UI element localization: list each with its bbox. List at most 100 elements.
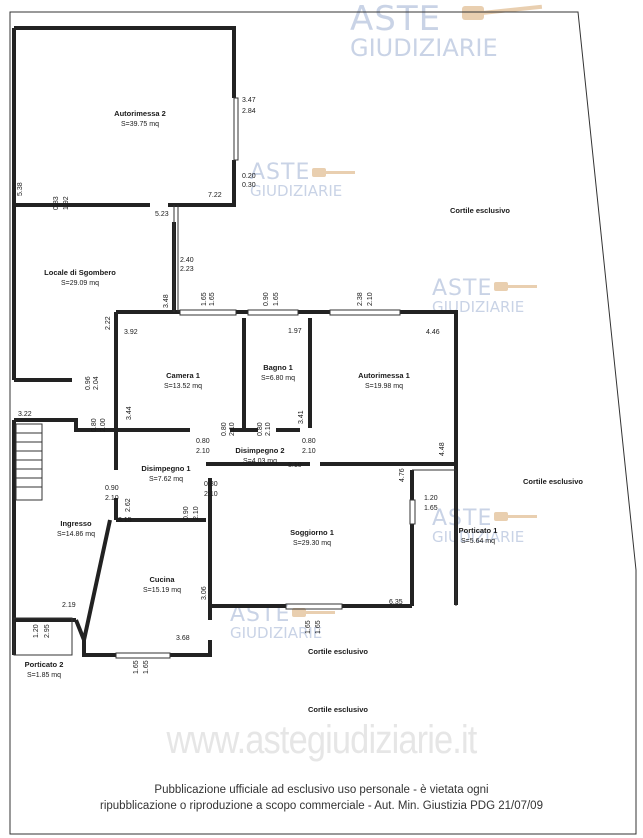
dim-label: 0.20: [242, 173, 256, 180]
dim-label: 3.06: [201, 586, 208, 600]
watermark-brand-top: ASTE: [432, 276, 493, 301]
room-ingresso-name: Ingresso: [60, 519, 92, 528]
gavel-icon: [494, 512, 537, 521]
dim-label: 2.10: [229, 422, 236, 436]
footer-line-2: ripubblicazione o riproduzione a scopo c…: [100, 800, 543, 812]
dim-label: 3.41: [298, 410, 305, 424]
room-autorimessa-1-name: Autorimessa 1: [358, 371, 410, 380]
dim-label: 2.22: [105, 316, 112, 330]
dim-label: 2.10: [302, 448, 316, 455]
dim-label: 1.65: [209, 292, 216, 306]
watermark-brand-top: ASTE: [432, 506, 493, 531]
dim-label: 1.65: [424, 505, 438, 512]
dim-label: 1.65: [133, 660, 140, 674]
dim-label: 2.84: [242, 108, 256, 115]
watermark-brand-bottom: GIUDIZIARIE: [250, 182, 343, 200]
dim-label: 2.40: [180, 257, 194, 264]
room-camera-1-area: S=13.52 mq: [164, 383, 202, 390]
dim-label: 0.80: [221, 422, 228, 436]
dim-label: 0.30: [242, 182, 256, 189]
dim-label: 0.90: [183, 506, 190, 520]
cortile-label-south: Cortile esclusivo: [308, 705, 368, 714]
dim-label: 6.35: [389, 599, 403, 606]
dim-label: 2.10: [204, 491, 218, 498]
dim-label: 5.23: [155, 211, 169, 218]
cortile-label-south-near: Cortile esclusivo: [308, 647, 368, 656]
dim-label: 5.38: [17, 182, 24, 196]
room-cucina-name: Cucina: [149, 575, 175, 584]
website-watermark: www.astegiudiziarie.it: [166, 718, 478, 762]
watermark-brand-bottom: GIUDIZIARIE: [230, 624, 323, 642]
cortile-label-north: Cortile esclusivo: [450, 206, 510, 215]
dim-label: 4.46: [426, 329, 440, 336]
dim-label: 2.10: [265, 422, 272, 436]
dim-label: 0.80: [302, 438, 316, 445]
dim-label: 2.95: [44, 624, 51, 638]
building-walls: [12, 26, 458, 657]
dim-label: 2.10: [196, 448, 210, 455]
room-autorimessa-2-name: Autorimessa 2: [114, 109, 166, 118]
dim-label: 2.10: [193, 506, 200, 520]
dim-label: 1.65: [143, 660, 150, 674]
room-locale-sgombero-area: S=29.09 mq: [61, 280, 99, 287]
dim-label: 2.62: [125, 498, 132, 512]
room-autorimessa-2-area: S=39.75 mq: [121, 121, 159, 128]
dim-label: 2.38: [357, 292, 364, 306]
cortile-label-east: Cortile esclusivo: [523, 477, 583, 486]
footer-line-1: Pubblicazione ufficiale ad esclusivo uso…: [154, 784, 489, 796]
room-disimpegno-2-area: S=4.03 mq: [243, 458, 277, 465]
room-porticato-1-area: S=5.64 mq: [461, 538, 495, 545]
dim-label: 3.10: [288, 462, 302, 469]
dim-label: 3.44: [126, 406, 133, 420]
dim-label: 3.15: [118, 517, 132, 524]
dim-label: 4.76: [399, 468, 406, 482]
dim-label: 0.83: [53, 196, 60, 210]
room-porticato-1-name: Porticato 1: [459, 526, 498, 535]
watermark-brand-top: ASTE: [350, 0, 442, 39]
room-locale-sgombero-name: Locale di Sgombero: [44, 268, 116, 277]
dimension-labels-vertical: 5.38 0.83 1.92 3.48 1.65 1.65 0.90 1.65 …: [17, 182, 446, 674]
room-bagno-1-area: S=6.80 mq: [261, 375, 295, 382]
dim-label: 0.90: [105, 485, 119, 492]
dim-label: 3.22: [18, 411, 32, 418]
watermark-brand-top: ASTE: [230, 602, 291, 627]
dim-label: 1.65: [273, 292, 280, 306]
gavel-icon: [292, 608, 335, 617]
room-porticato-2-name: Porticato 2: [25, 660, 64, 669]
lot-boundary: [9, 11, 637, 835]
dim-label: 1.65: [315, 620, 322, 634]
dim-label: 3.92: [124, 329, 138, 336]
dim-label: 2.00: [100, 418, 107, 432]
room-porticato-2-area: S=1.85 mq: [27, 672, 61, 679]
watermark-logo-top: ASTE GIUDIZIARIE: [350, 2, 498, 60]
dim-label: 4.48: [439, 442, 446, 456]
dim-label: 0.80: [257, 422, 264, 436]
dim-label: 1.65: [305, 620, 312, 634]
dimension-labels: 3.47 2.84 0.20 0.30 7.22 5.23 2.40 2.23 …: [18, 97, 440, 642]
dim-label: 3.48: [163, 294, 170, 308]
dim-label: 0.80: [91, 418, 98, 432]
dim-label: 2.19: [62, 602, 76, 609]
dim-label: 0.90: [263, 292, 270, 306]
dim-label: 3.68: [176, 635, 190, 642]
dim-label: 3.47: [242, 97, 256, 104]
dim-label: 2.10: [367, 292, 374, 306]
dim-label: 2.04: [93, 376, 100, 390]
dim-label: 0.80: [204, 481, 218, 488]
room-cucina-area: S=15.19 mq: [143, 587, 181, 594]
gavel-icon: [312, 168, 355, 177]
room-disimpegno-2-name: Disimpegno 2: [235, 446, 284, 455]
dim-label: 1.20: [33, 624, 40, 638]
room-soggiorno-1-area: S=29.30 mq: [293, 540, 331, 547]
room-disimpegno-1-area: S=7.62 mq: [149, 476, 183, 483]
room-disimpegno-1-name: Disimpegno 1: [141, 464, 190, 473]
watermark-logo-4: ASTE GIUDIZIARIE: [230, 604, 322, 641]
dim-label: 0.96: [85, 376, 92, 390]
room-bagno-1-name: Bagno 1: [263, 363, 293, 372]
gavel-icon: [494, 282, 537, 291]
watermark-brand-top: ASTE: [250, 160, 311, 185]
watermark-brand-bottom: GIUDIZIARIE: [350, 34, 498, 62]
room-camera-1-name: Camera 1: [166, 371, 200, 380]
room-soggiorno-1-name: Soggiorno 1: [290, 528, 334, 537]
dim-label: 1.20: [424, 495, 438, 502]
